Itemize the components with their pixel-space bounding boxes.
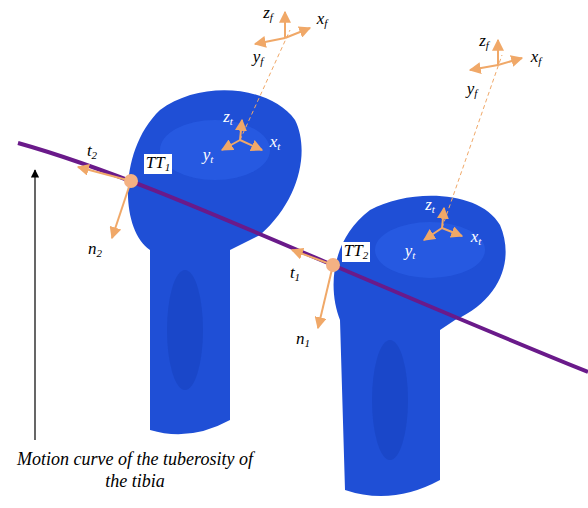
axis-label: n2 [88,240,102,259]
axis-label: xt [270,133,281,152]
frame-arrows [78,12,522,328]
axis-label: xf [317,10,328,29]
axis-label: zt [425,196,435,215]
tt-point [124,174,138,188]
axis-label: TT2 [342,242,370,261]
axis-label: xf [531,48,542,67]
axis-label: t1 [288,264,302,283]
axis-label: yf [253,48,264,67]
axis-label: zf [263,4,273,23]
axis-label: TT1 [144,154,172,173]
axis-label: t2 [87,142,97,161]
motion-curve [18,143,588,372]
axis-label: yt [203,146,214,165]
axis-label: yt [405,242,416,261]
axis-label: zf [479,32,489,51]
tibia-right [334,196,506,496]
axis-label: xt [471,228,482,247]
axis-label: n1 [296,330,310,349]
tibia-left [128,90,302,434]
axis-label: zt [223,108,233,127]
tt-point [326,258,340,272]
curve-note: Motion curve of the tuberosity of the ti… [15,448,255,493]
axis-dash [240,30,502,228]
axis-label: yf [467,80,478,99]
pointer-arrow [34,170,35,440]
